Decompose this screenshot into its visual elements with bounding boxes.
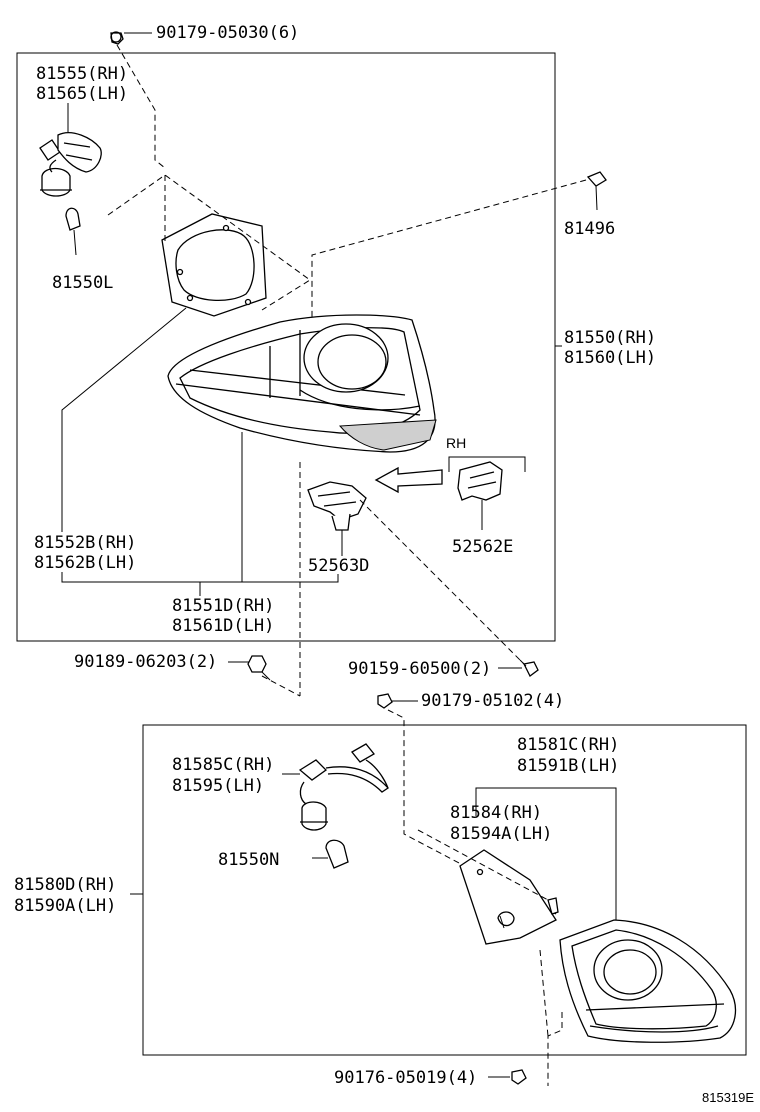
label-81565[interactable]: 81565(LH)	[36, 84, 128, 104]
leader-line	[61, 572, 339, 583]
label-81585C[interactable]: 81585C(RH)	[172, 755, 274, 775]
label-90179-05030[interactable]: 90179-05030(6)	[156, 23, 299, 43]
label-81584[interactable]: 81584(RH)	[450, 803, 542, 823]
dashed-guide	[311, 179, 587, 350]
label-81550N[interactable]: 81550N	[218, 850, 279, 870]
label-81496[interactable]: 81496	[564, 219, 615, 239]
lamp-housing-icon	[167, 314, 437, 453]
clip-icon	[110, 31, 124, 45]
socket-wire-icon	[298, 743, 389, 831]
label-81580D[interactable]: 81580D(RH)	[14, 875, 116, 895]
label-81562B[interactable]: 81562B(LH)	[34, 553, 136, 573]
nut-icon	[511, 1069, 527, 1085]
label-81594A[interactable]: 81594A(LH)	[450, 824, 552, 844]
screw-icon	[586, 171, 607, 211]
dashed-guide	[116, 44, 166, 169]
label-90176-05019[interactable]: 90176-05019(4)	[334, 1068, 477, 1088]
gasket-icon	[161, 213, 267, 317]
label-90189-06203[interactable]: 90189-06203(2)	[74, 652, 217, 672]
socket-wire-icon	[39, 132, 102, 197]
bulb-icon	[65, 207, 81, 256]
dashed-guide	[261, 675, 301, 697]
label-81590A[interactable]: 81590A(LH)	[14, 896, 116, 916]
label-81581C[interactable]: 81581C(RH)	[517, 735, 619, 755]
label-81550[interactable]: 81550(RH)	[564, 328, 656, 348]
upper-assembly-frame	[16, 52, 556, 642]
label-81591B[interactable]: 81591B(LH)	[517, 756, 619, 776]
lamp-housing-icon	[559, 919, 737, 1043]
gasket-icon	[459, 849, 559, 945]
nut-icon	[247, 655, 271, 681]
label-90179-05102[interactable]: 90179-05102(4)	[421, 691, 564, 711]
label-81550L[interactable]: 81550L	[52, 273, 113, 293]
lower-assembly-frame	[142, 724, 747, 1056]
rh-note: RH	[446, 435, 466, 451]
label-52562E[interactable]: 52562E	[452, 537, 513, 557]
label-81561D[interactable]: 81561D(LH)	[172, 616, 274, 636]
arrow-icon	[374, 466, 443, 494]
label-52563D[interactable]: 52563D	[308, 556, 369, 576]
label-81551D[interactable]: 81551D(RH)	[172, 596, 274, 616]
dashed-guide	[547, 1012, 563, 1086]
bracket-icon	[457, 461, 503, 530]
dashed-guide	[107, 174, 311, 311]
bracket-icon	[307, 481, 367, 556]
figure-code: 815319E	[702, 1090, 754, 1105]
dashed-guide	[387, 709, 557, 915]
dashed-guide	[539, 949, 549, 1037]
leader-line	[61, 307, 187, 532]
bracket-line	[448, 456, 526, 472]
dashed-guide	[417, 829, 549, 901]
dashed-guide	[359, 499, 529, 669]
label-81555[interactable]: 81555(RH)	[36, 64, 128, 84]
label-81560[interactable]: 81560(LH)	[564, 348, 656, 368]
label-81552B[interactable]: 81552B(RH)	[34, 533, 136, 553]
screw-icon	[519, 659, 539, 677]
leader-line	[475, 787, 617, 932]
label-90159-60500[interactable]: 90159-60500(2)	[348, 659, 491, 679]
label-81595[interactable]: 81595(LH)	[172, 776, 264, 796]
bulb-icon	[312, 839, 349, 869]
clip-icon	[377, 693, 393, 709]
